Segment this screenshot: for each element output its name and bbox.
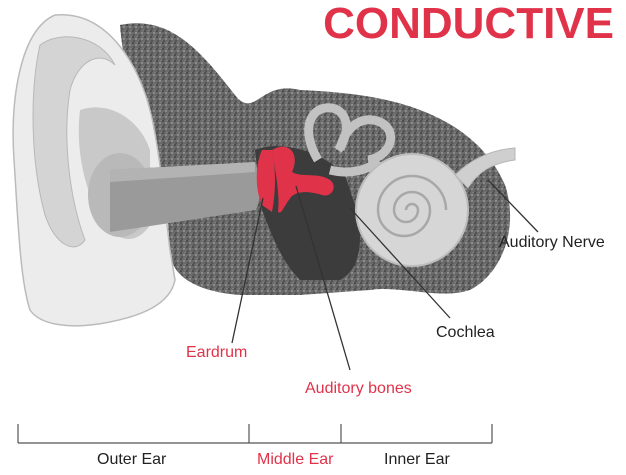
ossicles-shape	[272, 146, 334, 213]
leader-eardrum	[231, 197, 264, 344]
pinna-fold	[32, 36, 116, 248]
section-middle-ear: Middle Ear	[257, 451, 334, 468]
cochlea-shape	[355, 153, 469, 267]
label-eardrum: Eardrum	[186, 344, 248, 361]
label-cochlea: Cochlea	[436, 324, 495, 341]
page-title: CONDUCTIVE	[323, 0, 614, 48]
label-auditory-bones: Auditory bones	[305, 380, 412, 397]
semicircular-canals	[304, 103, 396, 177]
label-auditory-nerve: Auditory Nerve	[499, 234, 605, 251]
leader-auditory-nerve	[487, 179, 539, 233]
eardrum-shape	[256, 150, 275, 212]
leader-cochlea	[349, 207, 451, 319]
nerve-shape	[454, 147, 516, 189]
section-outer-ear: Outer Ear	[97, 451, 167, 468]
section-inner-ear: Inner Ear	[384, 451, 450, 468]
ear-canal	[110, 162, 261, 232]
leader-auditory-bones	[295, 185, 351, 371]
